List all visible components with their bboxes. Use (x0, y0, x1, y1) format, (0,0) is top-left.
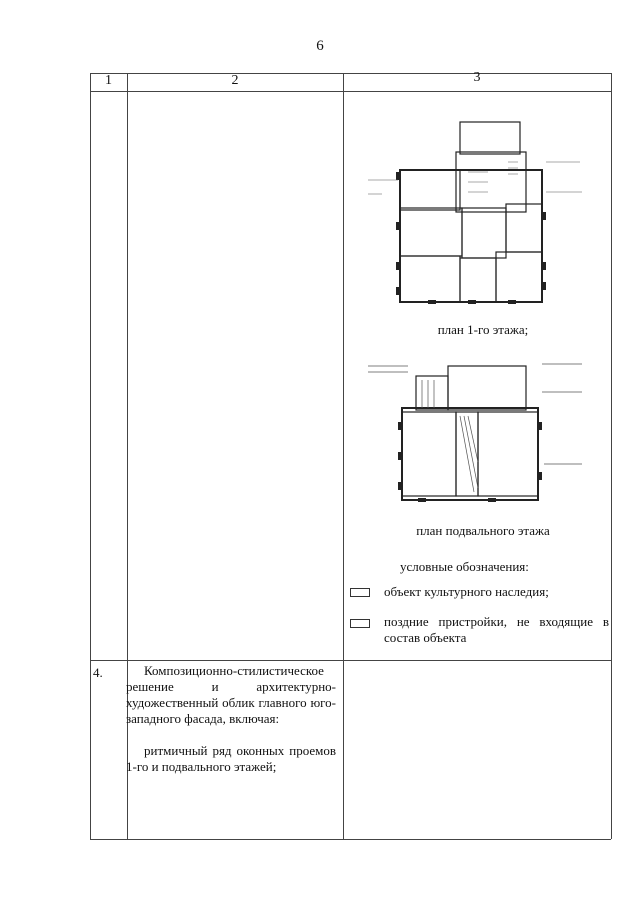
table-header-col-2: 2 (231, 73, 239, 88)
page-number: 6 (316, 38, 324, 54)
row-paragraph-1: Композиционно-стилистическое решение и а… (126, 663, 336, 726)
basement-plan-caption: план подвального этажа (416, 523, 550, 538)
legend-item-later-additions: поздние пристройки, не входящие в состав… (384, 614, 609, 645)
first-floor-plan-caption: план 1-го этажа; (437, 322, 529, 337)
legend-swatch-heritage-icon (350, 588, 370, 597)
legend-item-heritage: объект культурного наследия; (384, 584, 549, 599)
table-border-right (611, 73, 612, 839)
table-col-divider-1 (127, 73, 128, 839)
table-header-col-3: 3 (473, 70, 481, 85)
table-col-divider-2 (343, 73, 344, 839)
table-header-col-1: 1 (105, 73, 112, 88)
table-row-divider (90, 660, 611, 661)
row-description: Композиционно-стилистическое решение и а… (126, 663, 336, 775)
legend-title: условные обозначения: (400, 559, 529, 574)
row-number: 4. (93, 665, 103, 680)
table-header-divider (90, 91, 611, 92)
first-floor-plan-drawing (368, 121, 582, 304)
basement-plan-drawing (368, 363, 582, 502)
row-paragraph-2: ритмичный ряд оконных проемов 1-го и под… (126, 743, 336, 774)
legend-swatch-later-additions-icon (350, 619, 370, 628)
table-border-bottom (90, 839, 611, 840)
table-border-left (90, 73, 91, 839)
table-border-top (90, 73, 611, 74)
